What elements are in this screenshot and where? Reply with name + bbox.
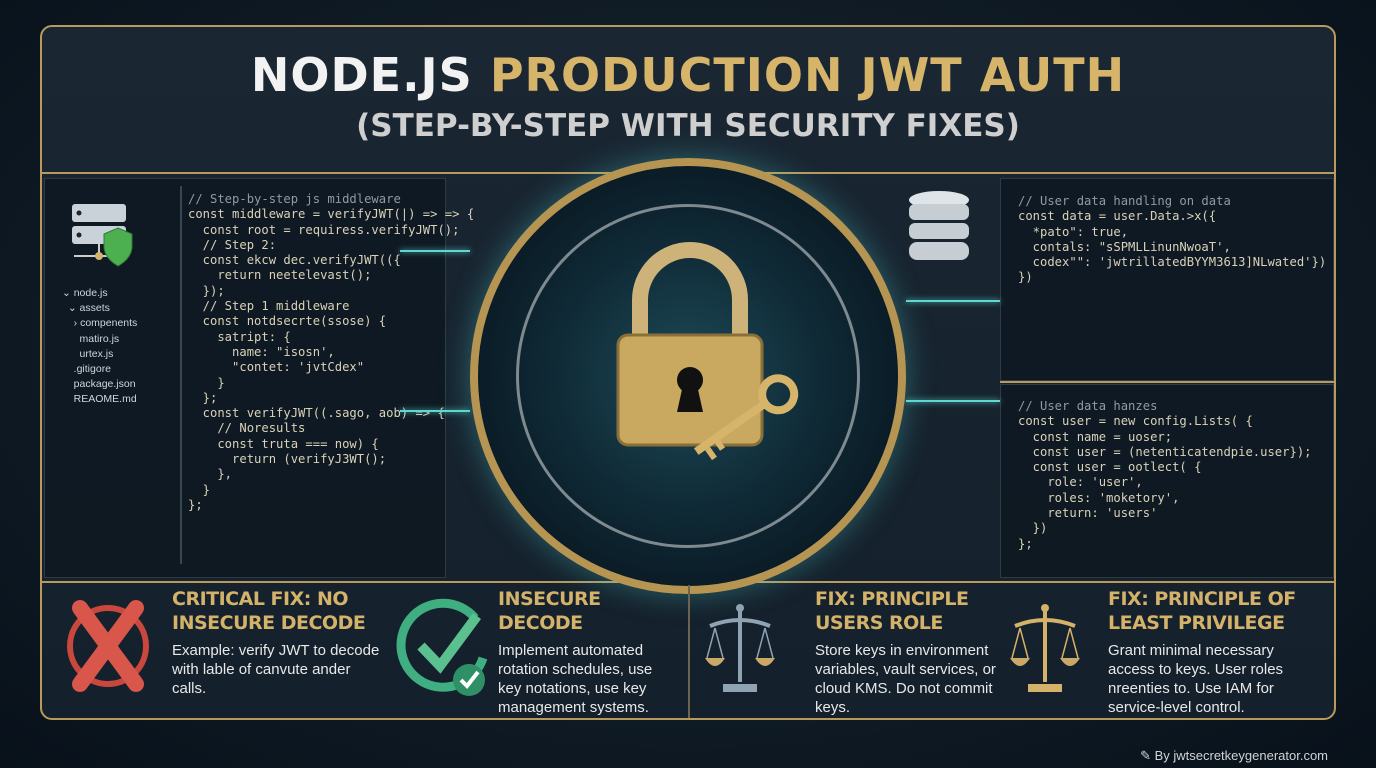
editor-gutter <box>180 186 182 564</box>
code-line: const notdsecrte(ssose) { <box>188 314 387 329</box>
fix-title: FIX: PRINCIPLE USERS ROLE <box>815 588 969 634</box>
code-line: } <box>188 375 225 390</box>
scales-icon <box>705 600 775 730</box>
code-line: *pato": true, <box>1018 224 1129 239</box>
fix-body: Store keys in environment variables, vau… <box>815 642 996 716</box>
x-icon <box>62 598 154 728</box>
code-line: }, <box>188 467 233 482</box>
code-line: // User data hanzes <box>1018 399 1158 413</box>
code-line: return (verifyJ3WT(); <box>188 452 387 467</box>
file-tree-item: matiro.js <box>62 332 120 345</box>
code-line: }) <box>1018 270 1033 285</box>
divider <box>1000 381 1334 383</box>
code-line: }; <box>188 497 203 512</box>
file-tree-item: REAOME.md <box>62 393 137 406</box>
code-line: return: 'users' <box>1018 506 1158 521</box>
code-line: return neetelevast(); <box>188 268 372 283</box>
code-line: satript: { <box>188 329 291 344</box>
code-line: name: "isosn', <box>188 344 335 359</box>
file-tree-item: › compenents <box>62 317 138 330</box>
code-line: roles: 'moketory', <box>1018 490 1180 505</box>
circuit-trace <box>906 300 1000 302</box>
credit: ✎ By jwtsecretkeygenerator.com <box>1140 748 1328 763</box>
file-tree-item: ⌄ assets <box>62 302 110 315</box>
code-line: const verifyJWT((.sago, aob) => { <box>188 406 445 421</box>
fix-card: INSECURE DECODE Implement automated rotat… <box>498 587 673 717</box>
code-line: }); <box>188 283 225 298</box>
circuit-trace <box>400 250 470 252</box>
code-line: role: 'user', <box>1018 475 1143 490</box>
file-tree-item: ⌄ node.js <box>62 287 108 299</box>
code-line: const middleware = verifyJWT(|) => => { <box>188 207 475 222</box>
circuit-trace <box>400 410 470 412</box>
code-line: const user = ootlect( { <box>1018 460 1202 475</box>
code-line: contals: "sSPMLLinunNwoaT', <box>1018 239 1231 254</box>
file-tree-item: .gitigore <box>62 363 112 376</box>
credit-text: By jwtsecretkeygenerator.com <box>1154 748 1328 763</box>
title-part1: NODE.JS <box>250 48 473 102</box>
code-line: const truta === now) { <box>188 436 379 451</box>
code-line: const user = new config.Lists( { <box>1018 414 1253 429</box>
title-part2: PRODUCTION JWT AUTH <box>489 48 1126 102</box>
code-line: }; <box>1018 536 1033 551</box>
file-tree-item: urtex.js <box>62 347 114 360</box>
code-line: "contet: 'jvtCdex" <box>188 360 365 375</box>
code-line: // User data handling on data <box>1018 194 1231 208</box>
padlock-key-icon <box>616 242 799 461</box>
fix-title: CRITICAL FIX: NO INSECURE DECODE <box>172 588 366 634</box>
code-line: // Step 2: <box>188 237 277 252</box>
code-line: // Step 1 middleware <box>188 299 350 314</box>
code-line: // Step-by-step js middleware <box>188 192 401 206</box>
code-line: }; <box>188 390 218 405</box>
fix-title: FIX: PRINCIPLE OF LEAST PRIVILEGE <box>1108 588 1296 634</box>
code-line: } <box>188 482 211 497</box>
check-icon <box>395 598 495 728</box>
left-code-panel <box>44 178 446 578</box>
right-top-code-panel <box>1000 178 1334 381</box>
fix-card: FIX: PRINCIPLE OF LEAST PRIVILEGE Grant m… <box>1108 587 1323 717</box>
inner-ring <box>516 204 860 548</box>
fix-body: Implement automated rotation schedules, … <box>498 642 653 716</box>
code-line: const name = uoser; <box>1018 429 1173 444</box>
server-shield-icon <box>72 204 133 267</box>
fix-card: FIX: PRINCIPLE USERS ROLE Store keys in e… <box>815 587 1010 717</box>
fix-card: CRITICAL FIX: NO INSECURE DECODE Example:… <box>172 587 387 717</box>
code-line: const user = (netenticatendpie.user}); <box>1018 444 1312 459</box>
fix-title: INSECURE DECODE <box>498 588 601 634</box>
page-title: NODE.JS PRODUCTION JWT AUTH <box>0 48 1376 102</box>
code-line: codex"": 'jwtrillatedBYYM3613]NLwated'}) <box>1018 255 1327 270</box>
fix-body: Example: verify JWT to decode with lable… <box>172 642 380 697</box>
file-tree-item: package.json <box>62 378 136 391</box>
right-bottom-code-panel <box>1000 384 1334 578</box>
database-icon <box>909 191 969 260</box>
file-tree: ⌄ node.js ⌄ assets › compenents matiro.j… <box>62 286 137 408</box>
code-line: const data = user.Data.>x({ <box>1018 209 1217 224</box>
code-line: }) <box>1018 521 1048 536</box>
circuit-trace <box>906 400 1000 402</box>
code-line: // Noresults <box>188 421 306 436</box>
scales-icon <box>1010 600 1080 730</box>
page-subtitle: (STEP-BY-STEP WITH SECURITY FIXES) <box>356 108 1020 144</box>
code-line: const ekcw dec.verifyJWT(({ <box>188 253 401 268</box>
fix-body: Grant minimal necessary access to keys. … <box>1108 642 1284 716</box>
divider <box>688 585 690 718</box>
code-line: const root = requiress.verifyJWT(); <box>188 222 460 237</box>
